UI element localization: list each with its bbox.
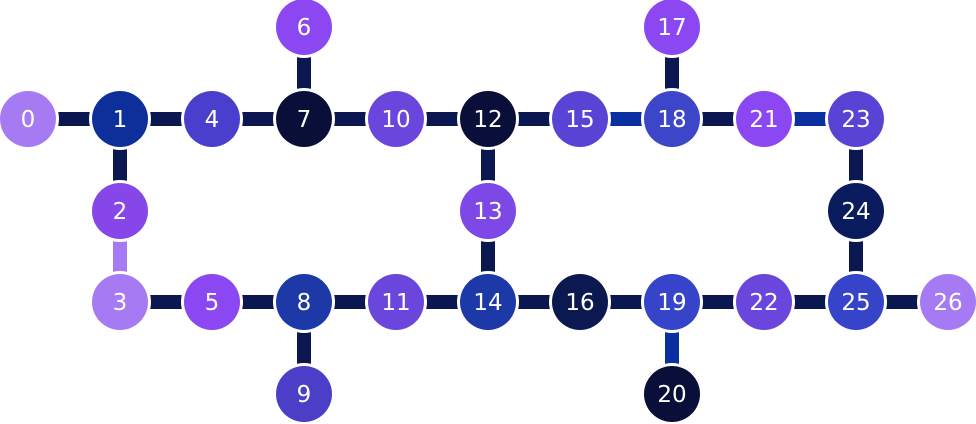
qubit-label: 7 xyxy=(297,107,312,133)
qubit-node-circle xyxy=(736,274,792,330)
qubit-node: 6 xyxy=(273,0,335,58)
qubit-label: 3 xyxy=(113,290,128,316)
qubit-node: 25 xyxy=(825,271,887,333)
qubit-label: 12 xyxy=(473,107,502,133)
qubit-node-circle xyxy=(276,0,332,55)
qubit-node: 17 xyxy=(641,0,703,58)
qubit-node-circle xyxy=(460,274,516,330)
qubit-node-circle xyxy=(368,274,424,330)
qubit-node-circle xyxy=(0,91,56,147)
qubit-node-circle xyxy=(736,91,792,147)
qubit-node: 10 xyxy=(365,88,427,150)
qubit-node-circle xyxy=(368,91,424,147)
qubit-node: 4 xyxy=(181,88,243,150)
qubit-node: 20 xyxy=(641,363,703,424)
qubit-node: 8 xyxy=(273,271,335,333)
qubit-node-circle xyxy=(552,274,608,330)
qubit-label: 15 xyxy=(565,107,594,133)
qubit-label: 26 xyxy=(933,290,962,316)
qubit-node: 15 xyxy=(549,88,611,150)
qubit-label: 14 xyxy=(473,290,502,316)
qubit-label: 11 xyxy=(381,290,410,316)
qubit-node: 18 xyxy=(641,88,703,150)
qubit-node: 9 xyxy=(273,363,335,424)
qubit-node: 21 xyxy=(733,88,795,150)
qubit-node-circle xyxy=(92,91,148,147)
qubit-label: 5 xyxy=(205,290,220,316)
qubit-node: 23 xyxy=(825,88,887,150)
qubit-node: 11 xyxy=(365,271,427,333)
qubit-node-circle xyxy=(460,91,516,147)
qubit-label: 9 xyxy=(297,382,312,408)
qubit-label: 22 xyxy=(749,290,778,316)
qubit-node-circle xyxy=(92,274,148,330)
qubit-node-circle xyxy=(828,183,884,239)
qubit-node: 26 xyxy=(917,271,976,333)
qubit-node-circle xyxy=(920,274,976,330)
qubit-node: 1 xyxy=(89,88,151,150)
qubit-node: 12 xyxy=(457,88,519,150)
qubit-node: 24 xyxy=(825,180,887,242)
qubit-node-circle xyxy=(828,274,884,330)
qubit-label: 20 xyxy=(657,382,686,408)
qubit-node-circle xyxy=(644,366,700,422)
qubit-node: 13 xyxy=(457,180,519,242)
qubit-label: 17 xyxy=(657,15,686,41)
qubit-node-circle xyxy=(552,91,608,147)
qubit-label: 19 xyxy=(657,290,686,316)
qubit-node-circle xyxy=(644,91,700,147)
qubit-node-circle xyxy=(460,183,516,239)
qubit-label: 2 xyxy=(113,199,128,225)
qubit-node: 3 xyxy=(89,271,151,333)
qubit-node-circle xyxy=(276,91,332,147)
qubit-node-circle xyxy=(184,274,240,330)
qubit-node-circle xyxy=(92,183,148,239)
qubit-label: 25 xyxy=(841,290,870,316)
qubit-node-circle xyxy=(828,91,884,147)
qubit-node: 5 xyxy=(181,271,243,333)
qubit-label: 23 xyxy=(841,107,870,133)
qubit-node-circle xyxy=(276,274,332,330)
qubit-node: 0 xyxy=(0,88,59,150)
qubit-label: 0 xyxy=(21,107,36,133)
qubit-node-circle xyxy=(276,366,332,422)
qubit-label: 1 xyxy=(113,107,128,133)
qubit-label: 16 xyxy=(565,290,594,316)
qubit-node-circle xyxy=(184,91,240,147)
qubit-label: 13 xyxy=(473,199,502,225)
qubit-label: 21 xyxy=(749,107,778,133)
qubit-node-circle xyxy=(644,0,700,55)
qubit-node: 16 xyxy=(549,271,611,333)
qubit-node: 2 xyxy=(89,180,151,242)
qubit-label: 10 xyxy=(381,107,410,133)
qubit-label: 24 xyxy=(841,199,870,225)
qubit-node: 22 xyxy=(733,271,795,333)
qubit-label: 8 xyxy=(297,290,312,316)
qubit-label: 6 xyxy=(297,15,312,41)
qubit-node-circle xyxy=(644,274,700,330)
qubit-node: 7 xyxy=(273,88,335,150)
qubit-label: 4 xyxy=(205,107,220,133)
qubit-label: 18 xyxy=(657,107,686,133)
qubit-node: 19 xyxy=(641,271,703,333)
qubit-node: 14 xyxy=(457,271,519,333)
